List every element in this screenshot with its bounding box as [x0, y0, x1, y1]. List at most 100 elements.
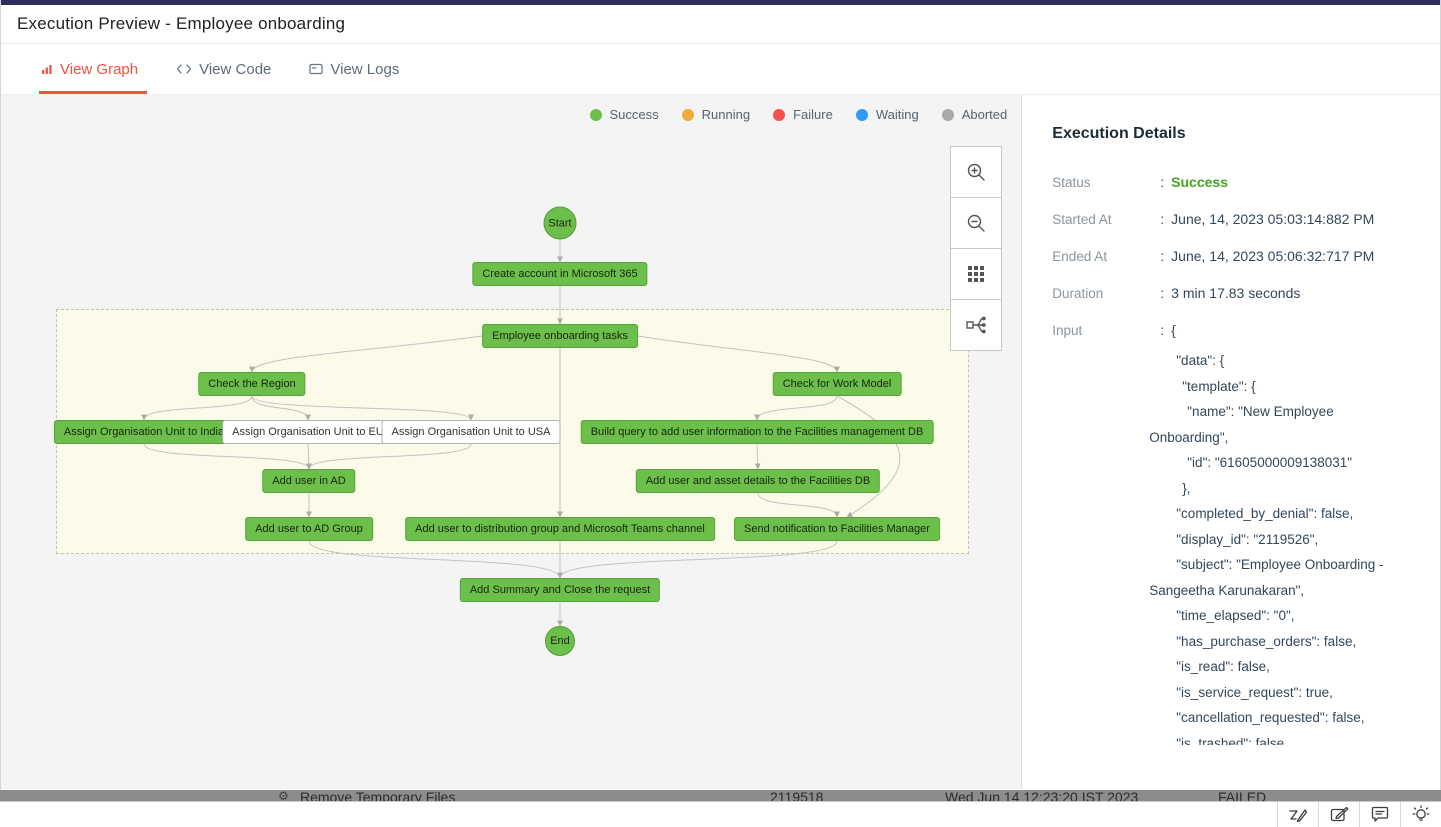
- execution-preview-modal: Execution Preview - Employee onboarding …: [0, 0, 1441, 790]
- legend-item-failure: Failure: [773, 107, 833, 122]
- graph-node-assign-usa[interactable]: Assign Organisation Unit to USA: [381, 420, 561, 444]
- legend-dot: [681, 108, 694, 121]
- tab-label: View Graph: [60, 60, 139, 78]
- graph-node-start[interactable]: Start: [543, 206, 577, 240]
- graph-node-send-notification[interactable]: Send notification to Facilities Manager: [734, 517, 940, 541]
- detail-row-started-at: Started At June, 14, 2023 05:03:14:882 P…: [1052, 211, 1414, 228]
- background-row-status: FAILED: [1218, 790, 1267, 801]
- json-line: },: [1182, 480, 1191, 496]
- zia-icon[interactable]: [1277, 802, 1318, 827]
- graph-node-assign-india[interactable]: Assign Organisation Unit to India: [53, 420, 235, 444]
- json-line: "display_id": "2119526",: [1176, 531, 1319, 547]
- feedback-icon[interactable]: [1318, 802, 1359, 827]
- logs-icon: [309, 63, 324, 75]
- graph-node-add-user-asset[interactable]: Add user and asset details to the Facili…: [635, 469, 881, 493]
- legend-dot: [589, 108, 602, 121]
- graph-node-add-user-dist[interactable]: Add user to distribution group and Micro…: [405, 517, 715, 541]
- detail-value: 3 min 17.83 seconds: [1171, 285, 1301, 301]
- page-title: Execution Preview - Employee onboarding: [17, 14, 346, 33]
- detail-label: Input: [1052, 323, 1083, 338]
- graph-edge: [143, 443, 312, 470]
- tab-view-code[interactable]: View Code: [176, 61, 271, 78]
- json-line: "name": "New Employee Onboarding",: [1149, 404, 1334, 445]
- execution-details-panel: Execution Details Status Success Started…: [1022, 95, 1440, 745]
- graph-node-add-user-ad-group[interactable]: Add user to AD Group: [245, 517, 373, 541]
- graph-edge: [251, 395, 311, 421]
- detail-label: Ended At: [1052, 249, 1108, 264]
- tab-label: View Code: [199, 60, 272, 78]
- legend-item-success: Success: [589, 107, 659, 122]
- app-bottom-bar: [0, 801, 1441, 827]
- legend-label: Waiting: [875, 107, 919, 122]
- details-heading: Execution Details: [1052, 125, 1186, 142]
- graph-node-check-work-model[interactable]: Check for Work Model: [772, 372, 902, 396]
- graph-node-assign-eu[interactable]: Assign Organisation Unit to EU: [222, 420, 394, 444]
- graph-edge: [757, 492, 840, 518]
- detail-label: Status: [1052, 175, 1091, 190]
- bar-chart-icon: [41, 63, 53, 75]
- legend-item-running: Running: [681, 107, 750, 122]
- colon: [1160, 323, 1164, 338]
- status-legend: Success Running Failure Waiting Aborted: [589, 107, 1008, 122]
- graph-toolbar: [950, 146, 1003, 351]
- graph-edge: [305, 443, 312, 470]
- colon: [1160, 175, 1164, 190]
- json-line: "subject": "Employee Onboarding - Sangee…: [1149, 557, 1384, 598]
- json-line: "has_purchase_orders": false,: [1176, 633, 1357, 649]
- detail-value: June, 14, 2023 05:03:14:882 PM: [1171, 211, 1375, 227]
- tab-view-graph[interactable]: View Graph: [41, 61, 138, 78]
- background-row-name: Remove Temporary Files: [300, 790, 456, 801]
- legend-dot: [941, 108, 954, 121]
- legend-item-aborted: Aborted: [941, 107, 1008, 122]
- graph-node-add-summary[interactable]: Add Summary and Close the request: [459, 578, 661, 602]
- tips-icon[interactable]: [1400, 802, 1441, 827]
- background-row-timestamp: Wed Jun 14 12:23:20 IST 2023: [945, 790, 1139, 801]
- graph-edge: [637, 335, 840, 373]
- legend-label: Aborted: [961, 107, 1008, 122]
- detail-row-status: Status Success: [1052, 175, 1414, 191]
- legend-label: Failure: [793, 107, 833, 122]
- colon: [1160, 249, 1164, 264]
- detail-row-input: Input {: [1052, 322, 1414, 339]
- colon: [1160, 212, 1164, 227]
- code-icon: [176, 63, 192, 75]
- json-line: "id": "61605000009138031": [1187, 455, 1353, 470]
- detail-row-ended-at: Ended At June, 14, 2023 05:06:32:717 PM: [1052, 249, 1414, 265]
- detail-value: {: [1171, 322, 1176, 338]
- fit-layout-button[interactable]: [950, 299, 1003, 351]
- modal-accent-strip: [1, 0, 1440, 5]
- tab-view-logs[interactable]: View Logs: [309, 61, 399, 78]
- gear-icon: ⚙: [278, 790, 289, 801]
- tab-bar: View Graph View Code View Logs: [1, 44, 1440, 95]
- zoom-out-button[interactable]: [950, 197, 1003, 249]
- graph-node-create-account[interactable]: Create account in Microsoft 365: [472, 262, 648, 286]
- graph-edge: [141, 395, 253, 421]
- json-line: "is_service_request": true,: [1176, 684, 1333, 700]
- detail-label: Duration: [1052, 286, 1104, 301]
- legend-dot: [773, 108, 786, 121]
- graph-node-check-region[interactable]: Check the Region: [198, 372, 306, 396]
- graph-edge: [251, 395, 474, 421]
- graph-edge: [836, 395, 901, 518]
- json-line: "is_trashed": false,: [1176, 735, 1288, 746]
- input-json-viewer: "data": {"template": {"name": "New Emplo…: [1149, 348, 1415, 745]
- graph-edge: [306, 443, 472, 470]
- chat-icon[interactable]: [1359, 802, 1400, 827]
- grid-view-button[interactable]: [950, 248, 1003, 300]
- graph-edge: [754, 443, 761, 470]
- graph-node-build-query[interactable]: Build query to add user information to t…: [580, 420, 934, 444]
- background-row-id: 2119518: [770, 790, 824, 801]
- legend-label: Success: [609, 107, 659, 122]
- legend-dot: [855, 108, 868, 121]
- graph-edges-layer: [141, 239, 901, 627]
- zoom-in-button[interactable]: [950, 146, 1003, 198]
- graph-node-add-user-ad[interactable]: Add user in AD: [262, 469, 356, 493]
- modal-title-bar: Execution Preview - Employee onboarding: [1, 5, 1440, 44]
- graph-edge: [249, 335, 483, 373]
- graph-node-onboarding-tasks[interactable]: Employee onboarding tasks: [482, 324, 638, 348]
- graph-node-end[interactable]: End: [545, 626, 575, 656]
- json-line: "time_elapsed": "0",: [1176, 608, 1295, 623]
- json-line: "cancellation_requested": false,: [1176, 710, 1365, 725]
- tab-label: View Logs: [330, 60, 400, 78]
